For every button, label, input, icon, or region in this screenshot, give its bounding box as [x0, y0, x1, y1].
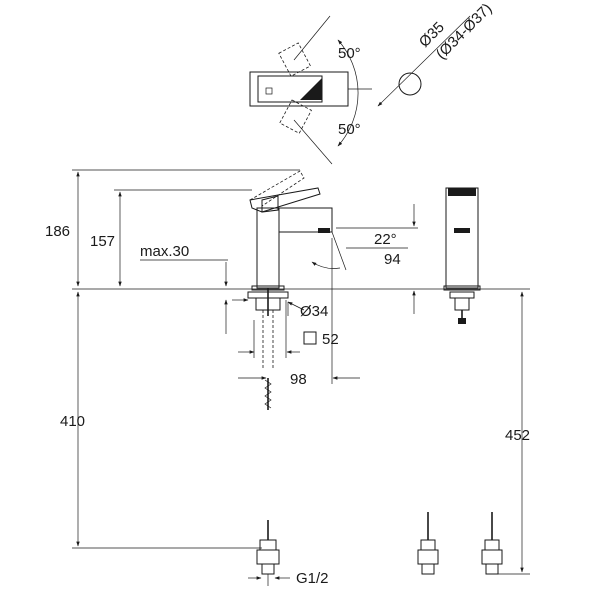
- dimension-lines: 186 157 max.30 22° 94 Ø34 52: [45, 169, 530, 587]
- supply-hose-lower-texture: [264, 379, 272, 409]
- thread-label: G1/2: [296, 570, 329, 587]
- hose-length-label: 452: [505, 427, 530, 444]
- top-view-lever-wedge: [300, 78, 322, 100]
- top-view: 50° 50° Ø35 (Ø34-Ø37): [249, 0, 496, 165]
- spout-reach-label: 98: [290, 371, 307, 388]
- max-deck-label: max.30: [140, 243, 189, 260]
- spout-height-label: 94: [384, 251, 401, 268]
- front-body: [445, 187, 479, 289]
- angle-arc: [337, 39, 359, 147]
- top-view-body: [249, 71, 349, 107]
- below-deck-label: 410: [60, 413, 85, 430]
- tap-hole-circle-icon: [398, 72, 422, 96]
- spout-angle-label: 22°: [374, 231, 397, 248]
- top-angle-label: 50°: [338, 45, 361, 62]
- bottom-fitting-thread: [261, 563, 275, 575]
- bottom-angle-label: 50°: [338, 121, 361, 138]
- lever: [249, 187, 321, 213]
- front-aerator: [454, 228, 470, 233]
- faucet-body: [256, 207, 280, 289]
- front-view-faucet: [417, 187, 503, 575]
- square-symbol-icon: [303, 331, 317, 345]
- top-view-lever-rotated-down: [279, 99, 312, 134]
- spout: [279, 207, 333, 233]
- aerator: [318, 228, 330, 233]
- bottom-fitting-nut: [256, 549, 280, 565]
- angle-ray-down: [293, 119, 333, 165]
- shank-diameter-label: Ø34: [300, 303, 328, 320]
- front-plate: [449, 291, 475, 299]
- spout-angle-arc: [311, 261, 341, 269]
- bottom-fitting-top: [259, 539, 277, 551]
- front-nut: [454, 297, 470, 311]
- base-square-label: 52: [322, 331, 339, 348]
- side-view-faucet: [247, 170, 333, 586]
- angle-ray-up: [293, 15, 331, 61]
- hose-end-left: [417, 512, 439, 575]
- hose-end-right: [481, 512, 503, 575]
- tap-hole-diagonal: [377, 15, 471, 107]
- top-view-indicator: [265, 87, 273, 95]
- front-lever-top: [448, 188, 476, 196]
- front-shank-end: [458, 318, 466, 324]
- front-base: [443, 285, 481, 291]
- lever-open-position: [249, 170, 305, 207]
- handle-height-label: 157: [90, 233, 115, 250]
- overall-height-label: 186: [45, 223, 70, 240]
